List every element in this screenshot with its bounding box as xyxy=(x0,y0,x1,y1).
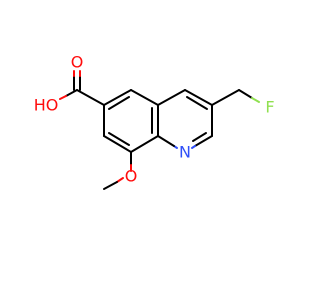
bond-c6-cooh xyxy=(76,89,105,106)
fluorine-label: F xyxy=(265,98,274,117)
bond-ch2-f-f-side xyxy=(251,97,260,103)
ring-nitrogen-label: N xyxy=(179,143,191,162)
bond-cooh-hydroxyl-o-side xyxy=(59,95,67,100)
quinoline-structure-diagram: O HO N O F xyxy=(34,53,275,190)
bond-n1-c8a-c-side xyxy=(157,135,175,147)
bond-c4-c3-inner xyxy=(186,96,208,110)
bond-c2-n1-n-side xyxy=(191,145,196,149)
methoxy-oxygen-label: O xyxy=(125,167,138,186)
bond-ch2-f xyxy=(238,89,253,99)
bond-cooh-hydroxyl xyxy=(65,89,78,97)
bond-c2-n1 xyxy=(194,135,213,147)
bond-c4a-c5 xyxy=(130,89,159,106)
bond-c5-c6-inner xyxy=(108,96,130,110)
bond-c7-c8-inner xyxy=(108,132,130,146)
bond-c5-c6 xyxy=(103,89,132,106)
bond-c8-c8a xyxy=(130,135,159,153)
bond-c2-n1-inner xyxy=(192,132,207,142)
bond-methoxy-o-ch3 xyxy=(103,181,118,190)
bond-c3-ch2 xyxy=(211,89,240,106)
bond-c4a-c4 xyxy=(157,89,186,106)
hydroxyl-label: HO xyxy=(34,96,59,115)
carbonyl-oxygen-label: O xyxy=(71,53,84,72)
bond-methoxy-o-ch3-o-side xyxy=(116,177,124,183)
bond-c7-c8 xyxy=(103,135,132,153)
bond-c4-c3 xyxy=(184,89,213,106)
